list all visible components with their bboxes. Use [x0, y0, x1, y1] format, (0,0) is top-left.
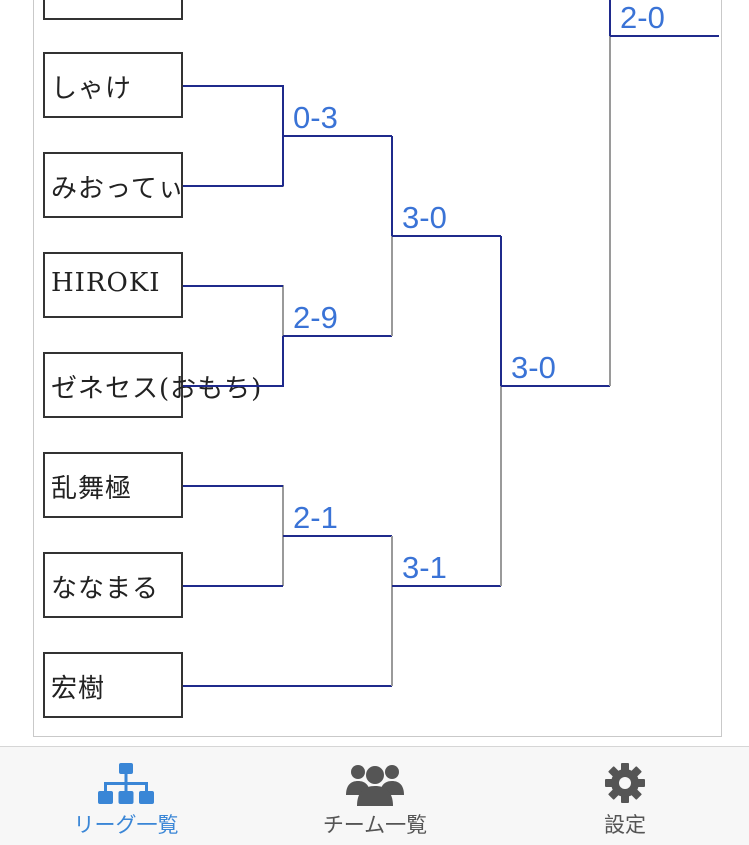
player-name: ゼネセス(おもち) — [51, 374, 263, 404]
player-box[interactable]: ななまる — [43, 552, 183, 618]
bracket-lines — [183, 0, 719, 687]
tab-label: チーム一覧 — [322, 813, 428, 837]
bottom-tab-bar: リーグ一覧 チーム一覧 設定 — [0, 746, 749, 845]
match-score: 0-3 — [293, 100, 338, 135]
match-score: 2-0 — [620, 0, 665, 35]
bracket-line — [183, 136, 284, 187]
match-score: 3-1 — [402, 550, 447, 585]
bracket-line — [183, 285, 284, 336]
player-name: 宏樹 — [51, 674, 106, 704]
tab-team-list[interactable]: チーム一覧 — [275, 747, 475, 845]
bracket-line — [183, 336, 284, 387]
gear-icon — [605, 763, 645, 803]
tab-label: 設定 — [604, 813, 646, 837]
match-score: 3-0 — [402, 200, 447, 235]
player-box[interactable]: 乱舞極 — [43, 452, 183, 518]
player-box-partial[interactable] — [43, 0, 183, 20]
player-name: 乱舞極 — [51, 474, 133, 504]
player-name: HIROKI — [51, 268, 161, 298]
bracket-line — [183, 85, 284, 136]
player-box[interactable]: しゃけ — [43, 52, 183, 118]
player-box[interactable]: みおってぃ — [43, 152, 185, 218]
player-box[interactable]: HIROKI — [43, 252, 183, 318]
player-box[interactable]: ゼネセス(おもち) — [43, 352, 261, 418]
league-tree-icon — [98, 763, 154, 804]
bracket-line — [183, 485, 284, 536]
match-score: 3-0 — [511, 350, 556, 385]
tab-settings[interactable]: 設定 — [525, 747, 725, 845]
tab-label: リーグ一覧 — [73, 813, 179, 837]
match-score: 2-9 — [293, 300, 338, 335]
player-name: しゃけ — [51, 74, 133, 104]
player-name: ななまる — [51, 574, 160, 604]
match-score: 2-1 — [293, 500, 338, 535]
tab-league-list[interactable]: リーグ一覧 — [26, 747, 226, 845]
team-users-icon — [346, 765, 404, 806]
player-box[interactable]: 宏樹 — [43, 652, 183, 718]
player-name: みおってぃ — [51, 174, 185, 204]
